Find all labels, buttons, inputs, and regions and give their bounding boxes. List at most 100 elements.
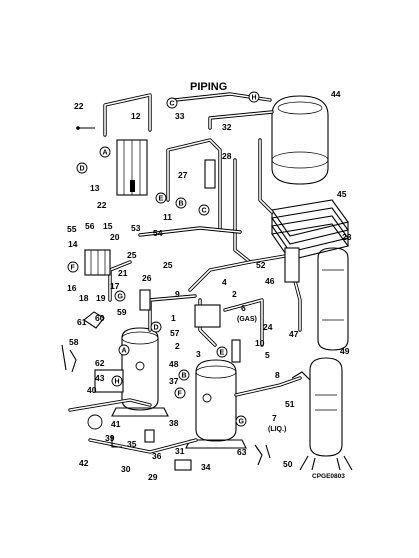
- callout-18: 18: [79, 293, 89, 303]
- callout-15: 15: [103, 221, 113, 231]
- callout-19: 19: [96, 293, 106, 303]
- callout-48: 48: [169, 359, 179, 369]
- svg-text:F: F: [71, 265, 76, 272]
- diagram-title: PIPING: [190, 81, 227, 93]
- callout-56: 56: [85, 221, 95, 231]
- callout-40: 40: [87, 385, 97, 395]
- marker-g-2: G: [235, 415, 247, 427]
- callout-28: 28: [222, 151, 232, 161]
- callout-23: 23: [342, 232, 352, 242]
- callout-36: 36: [152, 451, 162, 461]
- callout-59: 59: [117, 307, 127, 317]
- svg-text:F: F: [178, 391, 183, 398]
- callout-9: 9: [175, 289, 180, 299]
- marker-a: A: [99, 146, 111, 158]
- callout-33: 33: [175, 111, 185, 121]
- svg-text:A: A: [122, 348, 127, 355]
- callout-63: 63: [237, 447, 247, 457]
- callout-24: 24: [263, 322, 273, 332]
- compressor-left: [111, 327, 169, 417]
- callout-43: 43: [95, 373, 105, 383]
- svg-text:A: A: [103, 150, 108, 157]
- callout-25b: 25: [163, 260, 173, 270]
- marker-c: C: [166, 97, 178, 109]
- svg-text:H: H: [252, 95, 257, 102]
- pipework: [68, 92, 302, 454]
- callout-55: 55: [67, 224, 77, 234]
- callout-45: 45: [337, 189, 347, 199]
- callout-30: 30: [121, 464, 131, 474]
- marker-b-2: B: [178, 369, 190, 381]
- marker-f-2: F: [174, 387, 186, 399]
- callout-16: 16: [67, 283, 77, 293]
- svg-text:E: E: [220, 350, 225, 357]
- callout-61: 61: [77, 317, 87, 327]
- callout-10: 10: [255, 338, 265, 348]
- callout-39: 39: [105, 433, 115, 443]
- svg-text:E: E: [159, 196, 164, 203]
- svg-text:D: D: [154, 325, 159, 332]
- callout-1: 1: [171, 313, 176, 323]
- callout-22: 22: [74, 101, 84, 111]
- heat-exchanger-coil: [271, 199, 349, 261]
- callout-2b: 2: [232, 289, 237, 299]
- callout-38: 38: [169, 418, 179, 428]
- callout-54: 54: [153, 228, 163, 238]
- part-callouts: 1 2 2 3 4 5 6 (GAS) 7 (LIQ.) 8 9 10 11 1…: [67, 89, 352, 482]
- svg-text:G: G: [239, 419, 245, 426]
- marker-a-2: A: [118, 344, 130, 356]
- callout-22b: 22: [97, 200, 107, 210]
- callout-51: 51: [285, 399, 295, 409]
- callout-60: 60: [95, 313, 105, 323]
- marker-e-2: E: [216, 346, 228, 358]
- svg-text:C: C: [170, 101, 175, 108]
- callout-13: 13: [90, 183, 100, 193]
- callout-35: 35: [127, 439, 137, 449]
- callout-6: 6: [241, 303, 246, 313]
- callout-57: 57: [170, 328, 180, 338]
- callout-3: 3: [196, 349, 201, 359]
- callout-58: 58: [69, 337, 79, 347]
- drawing-code: CPGE0803: [312, 473, 345, 480]
- callout-52: 52: [256, 260, 266, 270]
- svg-text:H: H: [115, 379, 120, 386]
- callout-21: 21: [118, 268, 128, 278]
- callout-37: 37: [169, 376, 179, 386]
- callout-53: 53: [131, 223, 141, 233]
- callout-11: 11: [163, 212, 172, 222]
- marker-h: H: [248, 91, 260, 103]
- callout-29: 29: [148, 472, 158, 482]
- marker-d-2: D: [150, 321, 162, 333]
- callout-50: 50: [283, 459, 293, 469]
- callout-4: 4: [222, 277, 227, 287]
- callout-49: 49: [340, 346, 350, 356]
- callout-31: 31: [175, 446, 185, 456]
- callout-2: 2: [175, 341, 180, 351]
- svg-text:B: B: [182, 373, 187, 380]
- svg-text:G: G: [118, 294, 124, 301]
- compressor-right: [185, 359, 247, 449]
- marker-h-2: H: [111, 375, 123, 387]
- callout-17: 17: [110, 281, 120, 291]
- connection-markers: A B C D E F G H A B C D E F G H: [67, 91, 260, 427]
- callout-8: 8: [275, 370, 280, 380]
- callout-20: 20: [110, 232, 120, 242]
- marker-e: E: [155, 192, 167, 204]
- oil-separator: [317, 247, 349, 351]
- callout-34: 34: [201, 462, 211, 472]
- callout-44: 44: [331, 89, 341, 99]
- marker-d: D: [76, 162, 88, 174]
- svg-text:B: B: [179, 201, 184, 208]
- callout-27: 27: [178, 170, 188, 180]
- svg-text:D: D: [80, 166, 85, 173]
- callout-5: 5: [265, 350, 270, 360]
- marker-b: B: [175, 197, 187, 209]
- fittings: [61, 126, 311, 471]
- callout-41: 41: [111, 419, 121, 429]
- callout-26: 26: [142, 273, 152, 283]
- marker-f: F: [67, 261, 79, 273]
- marker-c-2: C: [198, 204, 210, 216]
- svg-text:C: C: [202, 208, 207, 215]
- callout-42: 42: [79, 458, 89, 468]
